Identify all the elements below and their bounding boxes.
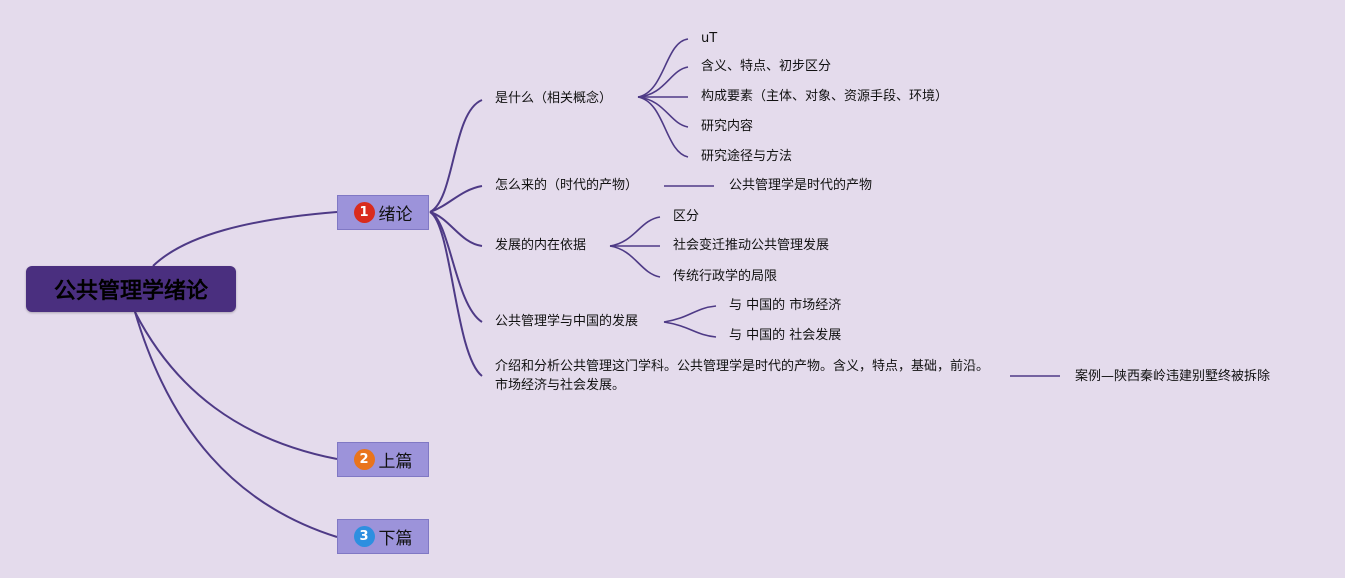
link-basis-c3 bbox=[609, 245, 661, 278]
topic-basis[interactable]: 发展的内在依据 bbox=[495, 238, 587, 253]
branch-label: 下篇 bbox=[378, 529, 413, 549]
subtopic-item[interactable]: 社会变迁推动公共管理发展 bbox=[673, 238, 830, 253]
subtopic-item[interactable]: 与 中国的 市场经济 bbox=[729, 298, 842, 313]
link-root-b3 bbox=[134, 311, 338, 538]
link-b1-what bbox=[429, 99, 483, 213]
topic-intro-summary[interactable]: 介绍和分析公共管理这门学科。公共管理学是时代的产物。含义，特点，基础，前沿。市场… bbox=[495, 359, 990, 393]
topic-what[interactable]: 是什么（相关概念） bbox=[495, 91, 613, 106]
link-china-c1 bbox=[663, 305, 717, 323]
root-label: 公共管理学绪论 bbox=[53, 279, 208, 304]
link-b1-intro bbox=[429, 211, 483, 377]
branch-node-part1[interactable]: 2 上篇 bbox=[337, 442, 429, 477]
link-b1-basis bbox=[429, 211, 483, 247]
link-what-c5 bbox=[637, 96, 689, 158]
subtopic-item[interactable]: 传统行政学的局限 bbox=[673, 269, 778, 284]
subtopic-item[interactable]: 区分 bbox=[673, 209, 700, 224]
subtopic-item[interactable]: 与 中国的 社会发展 bbox=[729, 328, 842, 343]
number-badge-1: 1 bbox=[353, 202, 375, 223]
subtopic-case[interactable]: 案例—陕西秦岭违建别墅终被拆除 bbox=[1075, 369, 1271, 384]
number-badge-3: 3 bbox=[353, 526, 375, 547]
subtopic-item[interactable]: 公共管理学是时代的产物 bbox=[729, 178, 873, 193]
subtopic-item[interactable]: 研究内容 bbox=[701, 119, 754, 134]
topic-china[interactable]: 公共管理学与中国的发展 bbox=[495, 314, 639, 329]
subtopic-item[interactable]: uT bbox=[701, 31, 718, 46]
subtopic-item[interactable]: 构成要素（主体、对象、资源手段、环境） bbox=[701, 89, 949, 104]
link-what-c1 bbox=[637, 38, 689, 98]
branch-node-part2[interactable]: 3 下篇 bbox=[337, 519, 429, 554]
root-node[interactable]: 公共管理学绪论 bbox=[26, 266, 236, 312]
branch-label: 上篇 bbox=[378, 452, 413, 472]
link-root-b2 bbox=[134, 311, 338, 460]
number-badge-2: 2 bbox=[353, 449, 375, 470]
topic-origin[interactable]: 怎么来的（时代的产物） bbox=[495, 178, 639, 193]
branch-label: 绪论 bbox=[378, 205, 413, 225]
link-root-b1 bbox=[152, 211, 338, 267]
link-b1-origin bbox=[429, 185, 483, 213]
subtopic-item[interactable]: 研究途径与方法 bbox=[701, 149, 793, 164]
link-china-c2 bbox=[663, 321, 717, 338]
link-basis-c1 bbox=[609, 216, 661, 247]
subtopic-item[interactable]: 含义、特点、初步区分 bbox=[701, 59, 832, 74]
branch-node-intro[interactable]: 1 绪论 bbox=[337, 195, 429, 230]
link-what-c2 bbox=[637, 66, 689, 98]
link-what-c4 bbox=[637, 96, 689, 128]
